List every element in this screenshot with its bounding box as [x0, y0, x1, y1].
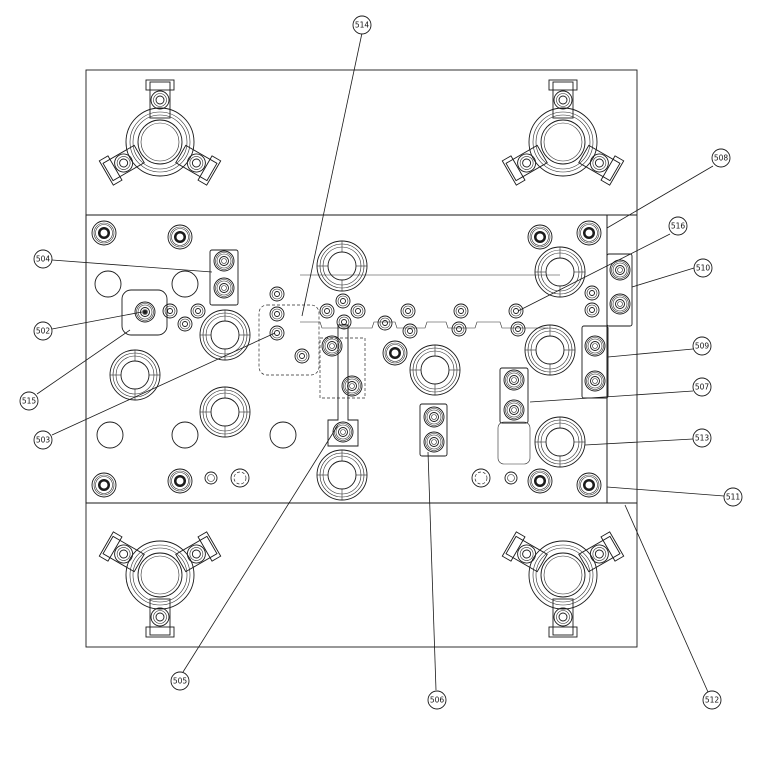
callout-511[interactable]: 511 — [723, 487, 743, 507]
callout-505[interactable]: 505 — [170, 671, 190, 691]
component-507 — [497, 367, 531, 465]
corner-bolts — [91, 220, 602, 498]
callout-505-label: 505 — [173, 677, 188, 686]
callout-504-label: 504 — [36, 255, 51, 264]
callout-507-label: 507 — [695, 383, 710, 392]
callout-514[interactable]: 514 — [352, 15, 372, 35]
callout-515[interactable]: 515 — [19, 391, 39, 411]
callout-503-label: 503 — [36, 436, 51, 445]
bushings — [109, 240, 586, 501]
callout-511-label: 511 — [726, 493, 741, 502]
component-502 — [121, 289, 168, 336]
component-510 — [606, 253, 633, 327]
leader-lines — [36, 32, 725, 693]
middle-plate — [85, 214, 608, 504]
callout-508-label: 508 — [714, 154, 729, 163]
plain-holes — [94, 270, 518, 488]
callout-513-label: 513 — [695, 434, 710, 443]
callout-509-label: 509 — [695, 342, 710, 351]
callout-512-label: 512 — [705, 696, 720, 705]
callout-502[interactable]: 502 — [33, 321, 53, 341]
callout-509[interactable]: 509 — [692, 336, 712, 356]
callout-506[interactable]: 506 — [427, 690, 447, 710]
component-506 — [419, 403, 448, 457]
callout-513[interactable]: 513 — [692, 428, 712, 448]
callout-514-label: 514 — [355, 21, 370, 30]
outer-plate — [85, 69, 638, 648]
plate-outlines — [85, 69, 638, 648]
callout-516[interactable]: 516 — [668, 216, 688, 236]
callout-504[interactable]: 504 — [33, 249, 53, 269]
component-505 — [319, 324, 366, 447]
clamp-assemblies — [98, 79, 625, 638]
callout-508[interactable]: 508 — [711, 148, 731, 168]
callout-510[interactable]: 510 — [693, 258, 713, 278]
callout-512[interactable]: 512 — [702, 690, 722, 710]
callouts: 514 508 516 504 510 502 509 515 — [19, 15, 743, 710]
callout-503[interactable]: 503 — [33, 430, 53, 450]
callout-515-label: 515 — [22, 397, 37, 406]
callout-516-label: 516 — [671, 222, 686, 231]
strip-514 — [300, 274, 560, 329]
component-509 — [581, 325, 609, 399]
callout-506-label: 506 — [430, 696, 445, 705]
callout-507[interactable]: 507 — [692, 377, 712, 397]
component-503 — [258, 304, 320, 376]
pins-row — [162, 285, 600, 364]
component-504 — [209, 249, 239, 306]
callout-510-label: 510 — [696, 264, 711, 273]
callout-502-label: 502 — [36, 327, 51, 336]
